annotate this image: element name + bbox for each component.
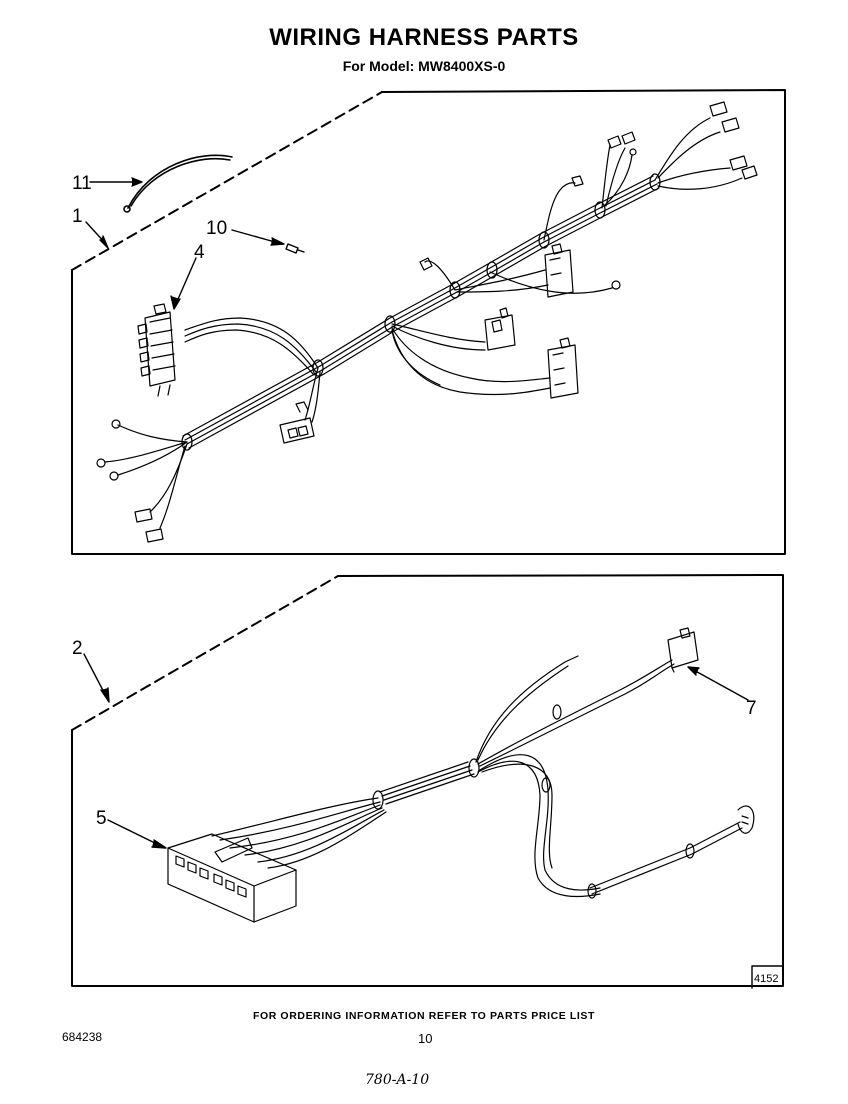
callout-labels: 11 1 10 4 2 5 7 4152 — [72, 173, 778, 985]
item-11-jumper-wire — [123, 154, 233, 213]
lower-harness — [167, 627, 755, 923]
callout-1: 1 — [72, 206, 83, 227]
callout-5: 5 — [96, 808, 107, 829]
page-subtitle: For Model: MW8400XS-0 — [342, 58, 506, 74]
callout-7: 7 — [746, 698, 757, 719]
callout-4: 4 — [194, 242, 205, 263]
page-title: WIRING HARNESS PARTS — [269, 24, 579, 51]
figure-number: 4152 — [754, 973, 778, 985]
page-number: 10 — [418, 1031, 433, 1046]
doc-number: 684238 — [62, 1030, 103, 1044]
callout-11: 11 — [72, 173, 92, 194]
lower-assembly-frame — [71, 574, 784, 987]
callout-leaders — [83, 177, 784, 989]
callout-2: 2 — [72, 638, 83, 659]
ordering-note: FOR ORDERING INFORMATION REFER TO PARTS … — [252, 1010, 596, 1022]
handwritten-note: 780-A-10 — [365, 1072, 430, 1088]
callout-10: 10 — [206, 218, 227, 239]
upper-assembly-frame — [71, 89, 786, 555]
upper-harness — [96, 101, 758, 543]
item-10-terminal — [285, 243, 305, 254]
